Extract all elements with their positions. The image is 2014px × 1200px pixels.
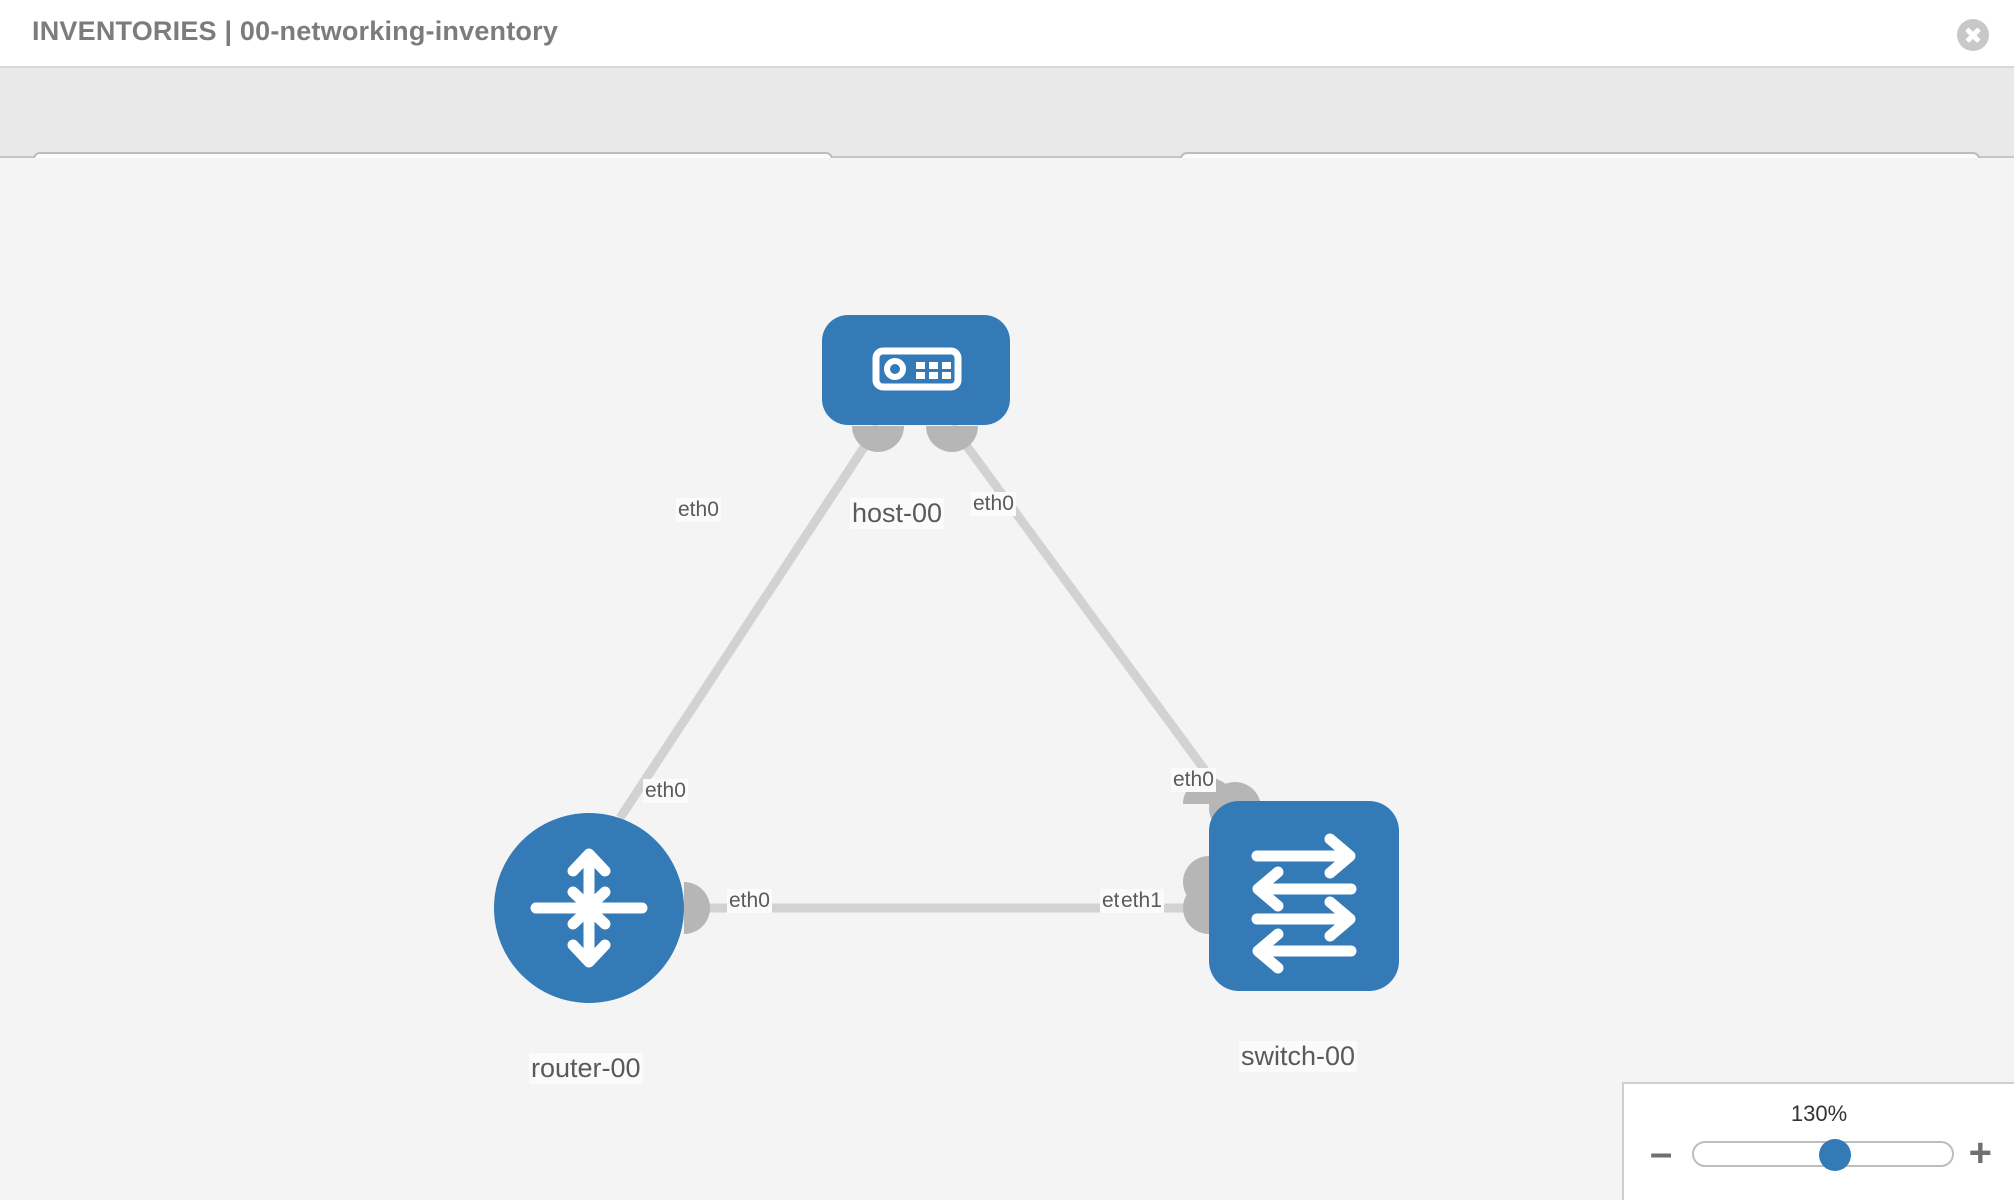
node-label-host-00: host-00 [850, 498, 945, 529]
page-title: INVENTORIES | 00-networking-inventory [32, 16, 559, 46]
router-arrows-icon [494, 813, 684, 1003]
iface-label-switch-left-b: eth1 [1119, 889, 1164, 913]
zoom-control-panel: 130% – + [1622, 1082, 2014, 1200]
iface-label-switch-up: eth0 [1171, 768, 1216, 792]
zoom-slider[interactable] [1692, 1139, 1954, 1171]
zoom-percent-label: 130% [1790, 1101, 1848, 1126]
topology-node-router-00[interactable]: router-00 [494, 813, 684, 1084]
server-icon [822, 315, 1010, 425]
iface-label-router-up: eth0 [643, 779, 688, 803]
close-icon[interactable] [1957, 19, 1989, 51]
iface-label-router-right: eth0 [727, 889, 772, 913]
zoom-slider-thumb[interactable] [1819, 1139, 1851, 1171]
node-label-switch-00: switch-00 [1239, 1041, 1358, 1072]
zoom-in-button[interactable]: + [1968, 1131, 1992, 1175]
page-header: INVENTORIES | 00-networking-inventory [0, 0, 2014, 68]
node-label-router-00: router-00 [529, 1053, 643, 1084]
topology-canvas[interactable]: eth0 eth0 eth0 eth0 eth0 eth eth1 host- [0, 158, 2014, 1200]
zoom-out-button[interactable]: – [1650, 1131, 1673, 1175]
topology-node-switch-00[interactable]: switch-00 [1209, 801, 1399, 1072]
switch-arrows-icon [1209, 801, 1399, 991]
toolbar: ACTIONS SEARCH [0, 68, 2014, 207]
iface-label-host-left: eth0 [676, 498, 721, 522]
iface-label-host-right: eth0 [971, 492, 1016, 516]
topology-node-host-00[interactable]: host-00 [822, 315, 1010, 529]
